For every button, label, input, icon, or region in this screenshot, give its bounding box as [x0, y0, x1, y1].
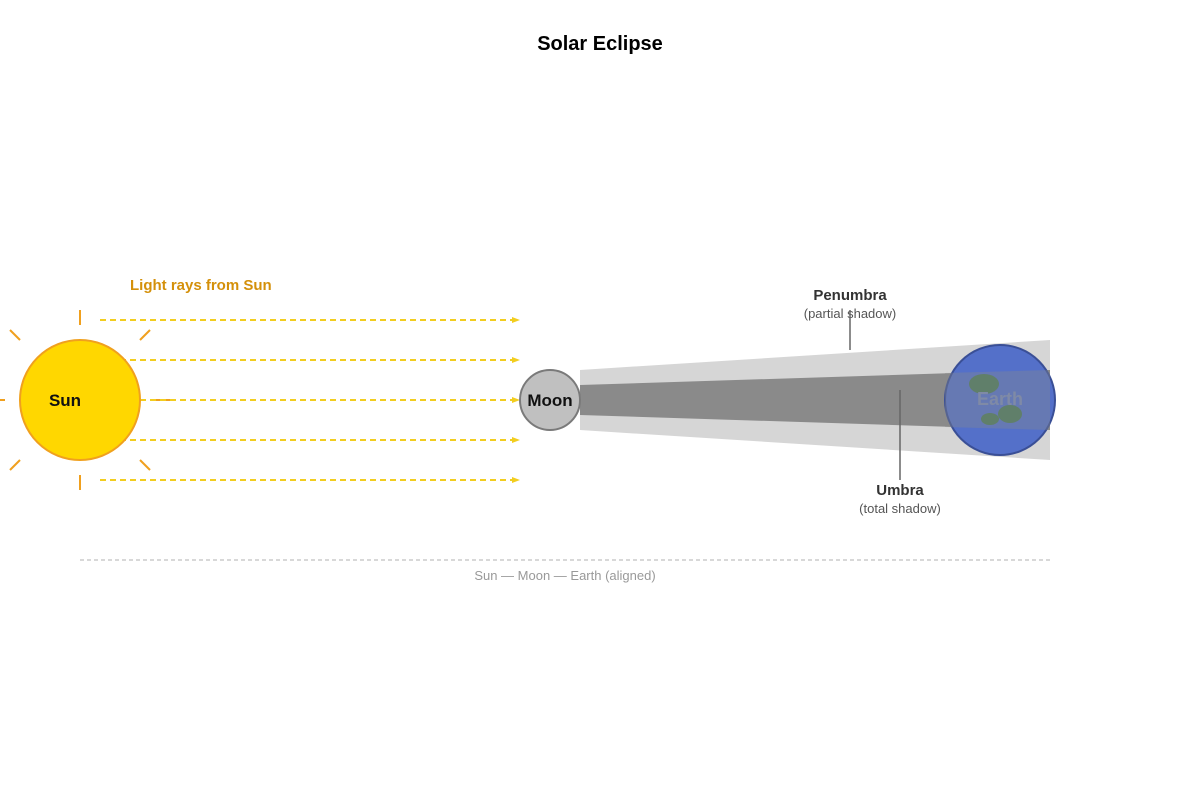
sun — [19, 339, 141, 461]
landmass-3 — [981, 413, 999, 425]
alignment-label: Sun — Moon — Earth (aligned) — [474, 568, 655, 583]
sun-label: Sun — [49, 391, 81, 410]
sun-ray-top-right — [139, 329, 151, 341]
sun-ray-top-left — [9, 329, 21, 341]
earth — [944, 344, 1056, 456]
umbra-sublabel: (total shadow) — [859, 501, 941, 516]
umbra-on-earth — [945, 370, 1050, 430]
sun-rays — [0, 310, 170, 490]
earth-label: Earth — [977, 389, 1023, 409]
light-rays — [100, 319, 515, 481]
arrowhead-2 — [512, 357, 520, 363]
penumbra-label: Penumbra — [813, 287, 887, 304]
earth-landmasses — [969, 374, 1022, 425]
arrowhead-5 — [512, 477, 520, 483]
moon-label: Moon — [527, 391, 572, 410]
umbra-label: Umbra — [876, 482, 924, 499]
light-rays-label: Light rays from Sun — [130, 277, 272, 294]
light-ray-arrowheads — [512, 317, 520, 483]
sun-ray-bottom-left — [9, 459, 21, 471]
umbra-shadow — [580, 370, 1050, 430]
moon — [519, 369, 581, 431]
landmass-2 — [998, 405, 1022, 423]
arrowhead-1 — [512, 317, 520, 323]
diagram-title: Solar Eclipse — [537, 33, 663, 55]
arrowhead-4 — [512, 437, 520, 443]
arrowhead-3 — [512, 397, 520, 403]
sun-ray-bottom-right — [139, 459, 151, 471]
landmass-1 — [969, 374, 999, 394]
